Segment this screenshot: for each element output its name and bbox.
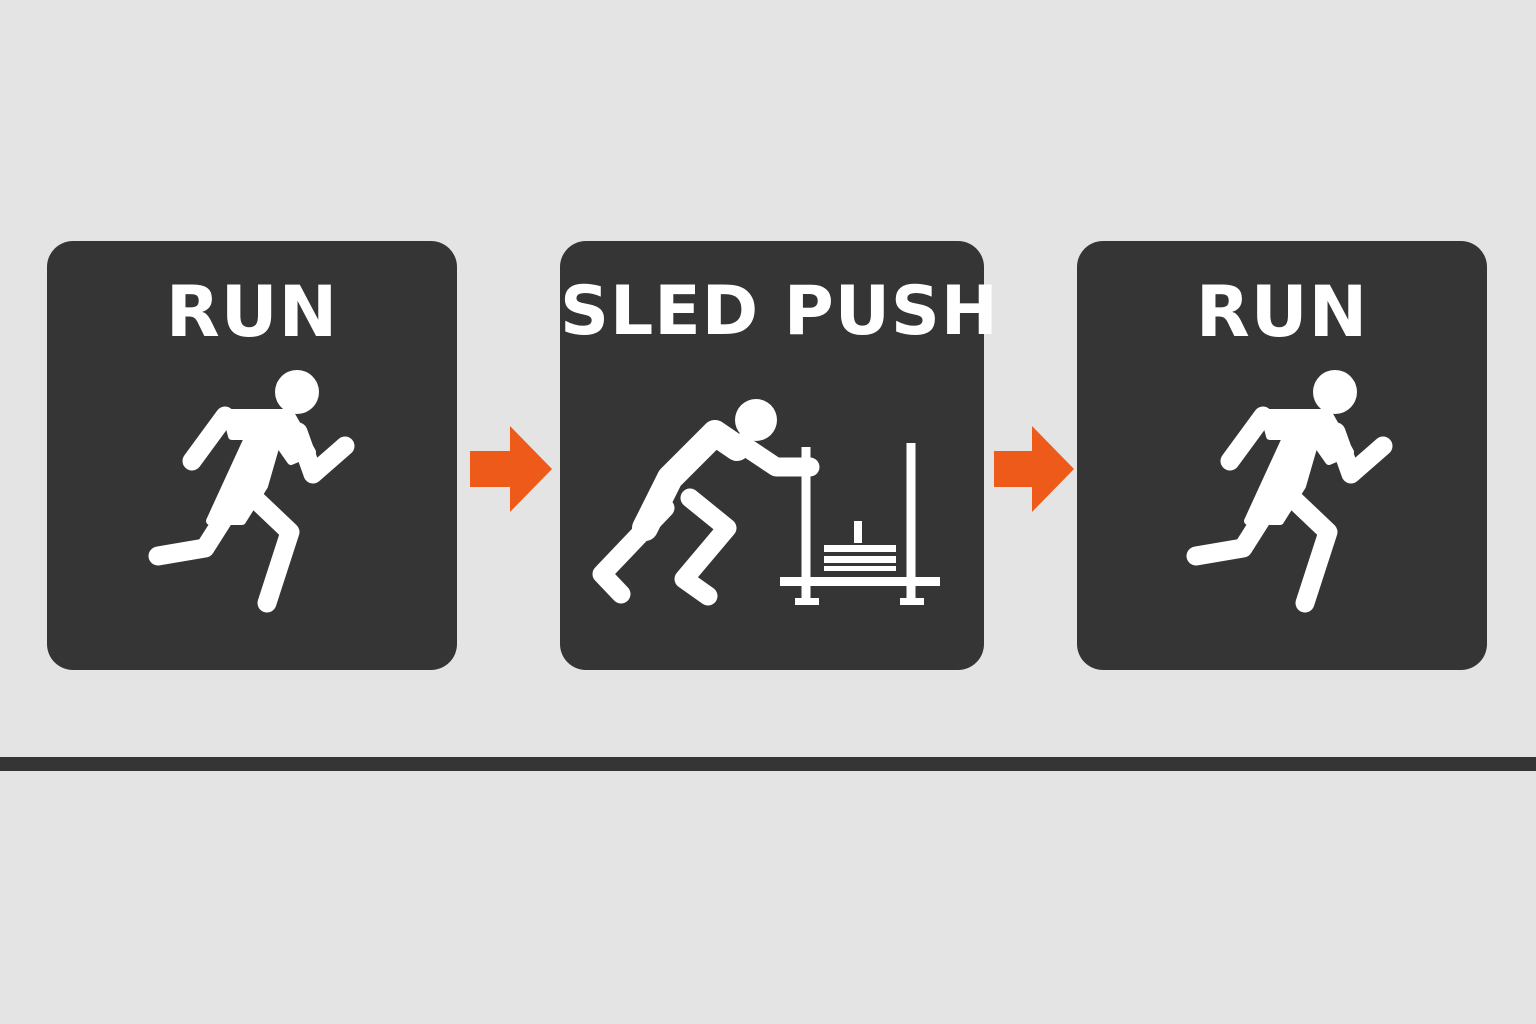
runner-icon [1186,370,1393,613]
runner-icon [148,370,355,613]
step-title-run-1: RUN [165,271,339,353]
flow-arrow-1 [470,426,552,512]
step-title-sled-push: SLED PUSH [560,272,999,351]
sled-push-icon [592,399,940,606]
flow-arrow-2 [994,426,1074,512]
step-title-run-2: RUN [1195,271,1369,353]
ground-line [0,757,1536,771]
